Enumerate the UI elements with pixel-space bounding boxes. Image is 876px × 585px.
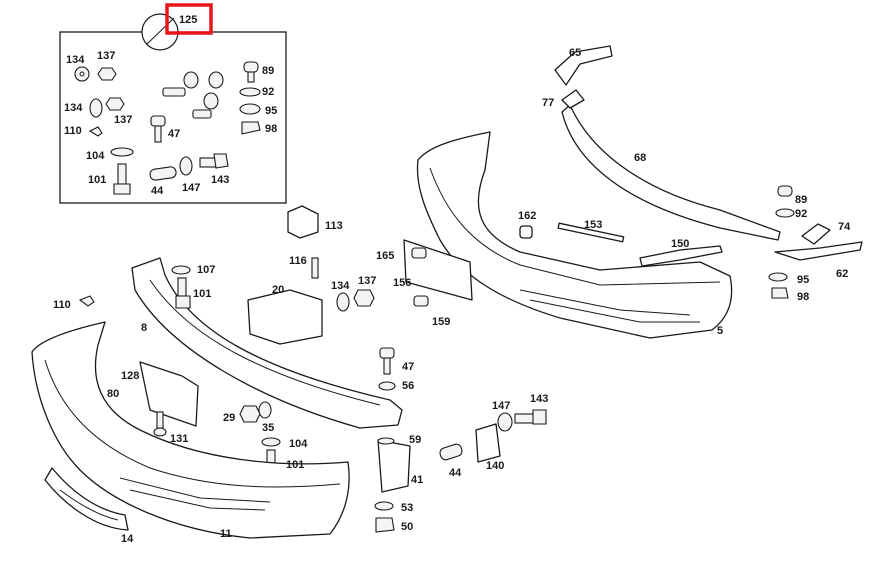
- label-47: 47: [168, 128, 180, 140]
- label-156: 156: [393, 277, 411, 289]
- label-131: 131: [170, 433, 188, 445]
- label-147: 147: [492, 400, 510, 412]
- label-29: 29: [223, 412, 235, 424]
- label-74: 74: [838, 221, 851, 233]
- label-162: 162: [518, 210, 536, 222]
- label-62: 62: [836, 268, 848, 280]
- label-104: 104: [86, 150, 105, 162]
- label-77: 77: [542, 97, 554, 109]
- label-92: 92: [795, 208, 807, 220]
- label-134: 134: [66, 54, 85, 66]
- front-bumper-cover-11: [31, 321, 350, 539]
- label-128: 128: [121, 370, 139, 382]
- label-41: 41: [411, 474, 423, 486]
- bumper-frame-8: [78, 205, 547, 533]
- label-159: 159: [432, 316, 450, 328]
- label-98: 98: [797, 291, 809, 303]
- label-98: 98: [265, 123, 277, 135]
- label-80: 80: [107, 388, 119, 400]
- label-5: 5: [717, 325, 723, 337]
- label-44: 44: [151, 185, 164, 197]
- label-104: 104: [289, 438, 308, 450]
- label-50: 50: [401, 521, 413, 533]
- label-65: 65: [569, 47, 581, 59]
- label-153: 153: [584, 219, 602, 231]
- trim-strip-68: [519, 45, 863, 299]
- label-11: 11: [220, 528, 232, 540]
- label-95: 95: [265, 105, 277, 117]
- label-59: 59: [409, 434, 421, 446]
- label-143: 143: [211, 174, 229, 186]
- label-137: 137: [97, 50, 115, 62]
- rear-bumper: [416, 131, 733, 339]
- label-147: 147: [182, 182, 200, 194]
- label-134: 134: [331, 280, 350, 292]
- label-89: 89: [262, 65, 274, 77]
- label-101: 101: [88, 174, 106, 186]
- label-53: 53: [401, 502, 413, 514]
- label-89: 89: [795, 194, 807, 206]
- label-165: 165: [376, 250, 394, 262]
- label-101: 101: [286, 459, 304, 471]
- label-134: 134: [64, 102, 83, 114]
- label-143: 143: [530, 393, 548, 405]
- label-68: 68: [634, 152, 646, 164]
- label-14: 14: [121, 533, 134, 545]
- label-110: 110: [64, 125, 82, 137]
- label-56: 56: [402, 380, 414, 392]
- label-137: 137: [358, 275, 376, 287]
- label-35: 35: [262, 422, 274, 434]
- part-125-highlight-box[interactable]: [165, 3, 213, 35]
- label-95: 95: [797, 274, 809, 286]
- label-47: 47: [402, 361, 414, 373]
- label-8: 8: [141, 322, 147, 334]
- part-labels: 125 134 137 134 137 110 47 104 101 44 14…: [53, 14, 851, 545]
- label-20: 20: [272, 284, 284, 296]
- label-92: 92: [262, 86, 274, 98]
- label-107: 107: [197, 264, 215, 276]
- label-150: 150: [671, 238, 689, 250]
- label-101: 101: [193, 288, 211, 300]
- label-113: 113: [325, 220, 343, 232]
- inset-hardware: [74, 61, 261, 195]
- label-44: 44: [449, 467, 462, 479]
- label-137: 137: [114, 114, 132, 126]
- label-110: 110: [53, 299, 71, 311]
- label-125: 125: [179, 14, 197, 26]
- label-140: 140: [486, 460, 504, 472]
- label-116: 116: [289, 255, 307, 267]
